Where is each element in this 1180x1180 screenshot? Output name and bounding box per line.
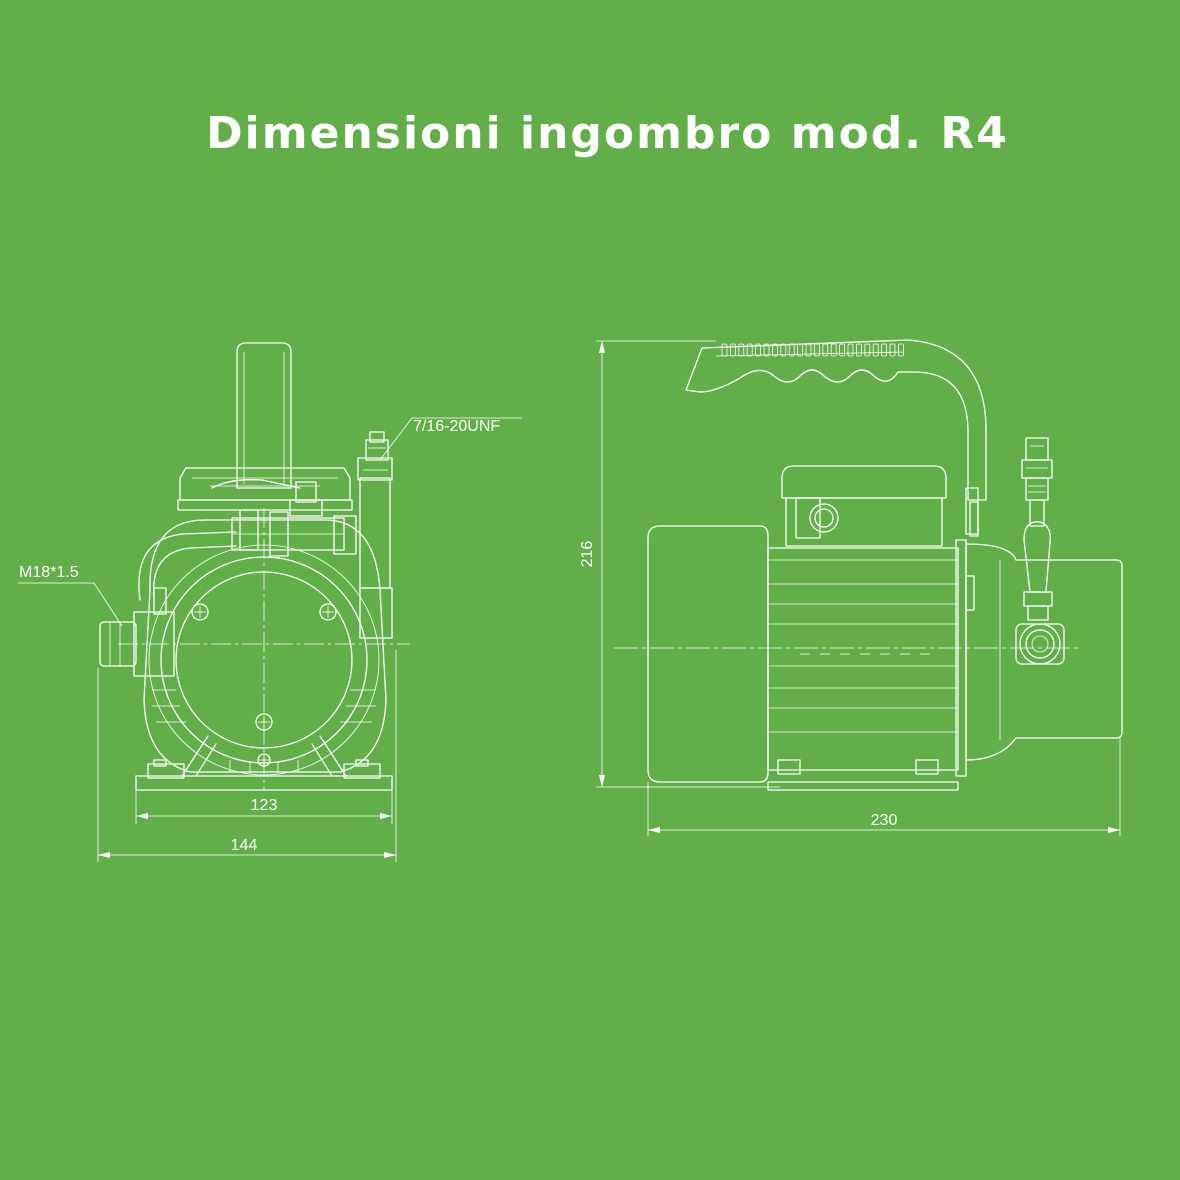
front-view bbox=[18, 342, 522, 862]
thread-label-7-16-20unf: 7/16-20UNF bbox=[413, 418, 500, 435]
screw-icon bbox=[191, 603, 209, 621]
page-title: Dimensioni ingombro mod. R4 bbox=[206, 108, 1009, 159]
side-view bbox=[596, 339, 1123, 836]
handle-grip-teeth bbox=[721, 343, 904, 357]
dimension-width-inner: 123 bbox=[251, 797, 278, 814]
dimension-height: 216 bbox=[579, 541, 596, 568]
screw-icon bbox=[319, 603, 337, 621]
dimension-width-outer: 144 bbox=[231, 837, 258, 854]
dimension-length: 230 bbox=[871, 812, 898, 829]
thread-label-m18: M18*1.5 bbox=[19, 564, 79, 581]
